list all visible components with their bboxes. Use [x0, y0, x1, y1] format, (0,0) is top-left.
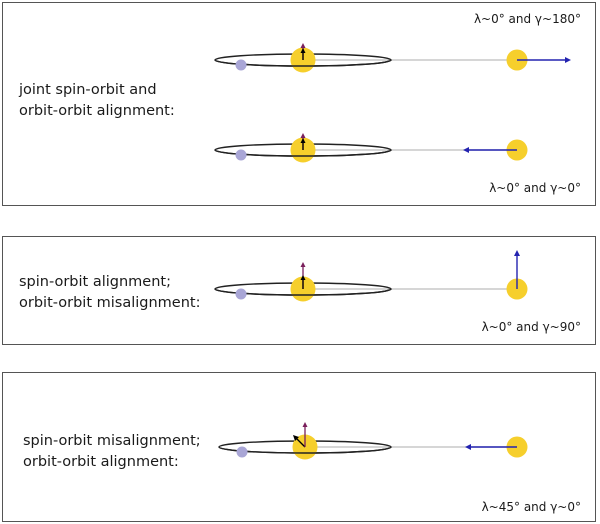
stellar-spin-arrowhead [300, 262, 306, 267]
panel-joint-alignment: joint spin-orbit and orbit-orbit alignme… [2, 2, 596, 206]
planet [235, 288, 247, 300]
panel-3-diagram [218, 422, 528, 460]
panel-2-annotation: λ~0° and γ~90° [481, 320, 581, 334]
planet [235, 59, 247, 71]
panel-spin-orbit-misalignment: spin-orbit misalignment; orbit-orbit ali… [2, 372, 596, 522]
panel-3-annotation: λ~45° and γ~0° [481, 500, 581, 514]
planet-orbit-front [218, 446, 392, 454]
panel-3-label: spin-orbit misalignment; orbit-orbit ali… [23, 431, 201, 473]
planet-orbit-front [214, 288, 392, 296]
panel-1-label-line-1: joint spin-orbit and [19, 82, 157, 98]
companion-orbit-vector-head [465, 444, 471, 450]
planet-orbit-front [214, 149, 392, 157]
planet-orbit-normal-arrowhead [302, 422, 308, 427]
panel-2-diagram [214, 250, 528, 302]
stellar-spin-arrowhead [300, 43, 306, 48]
panel-3-label-line-1: spin-orbit misalignment; [23, 433, 201, 449]
panel-2-label-line-2: orbit-orbit misalignment: [19, 295, 201, 311]
planet [236, 446, 248, 458]
system-config-3 [214, 250, 528, 302]
stellar-spin-arrow [295, 437, 306, 448]
panel-1-label-line-2: orbit-orbit alignment: [19, 103, 175, 119]
system-config-2 [214, 133, 528, 163]
companion-orbit-vector-head [514, 250, 520, 256]
panel-1-annotation-bottom: λ~0° and γ~0° [489, 181, 581, 195]
system-config-1 [214, 43, 571, 73]
planet-orbit-normal-arrowhead [300, 275, 306, 280]
planet-orbit-normal-arrowhead [300, 138, 306, 143]
system-config-4 [218, 422, 528, 460]
stellar-spin-arrowhead [293, 435, 299, 441]
companion-orbit-vector-head [565, 57, 571, 63]
panel-2-label-line-1: spin-orbit alignment; [19, 274, 171, 290]
companion-orbit-vector-head [463, 147, 469, 153]
panel-spin-orbit-alignment: spin-orbit alignment; orbit-orbit misali… [2, 236, 596, 345]
panel-1-annotation-top: λ~0° and γ~180° [473, 12, 581, 26]
panel-3-label-line-2: orbit-orbit alignment: [23, 454, 179, 470]
planet-orbit-front [214, 59, 392, 67]
planet-orbit-normal-arrowhead [300, 48, 306, 53]
planet [235, 149, 247, 161]
panel-1-diagram [214, 43, 571, 163]
panel-2-label: spin-orbit alignment; orbit-orbit misali… [19, 272, 200, 314]
stellar-spin-arrowhead [300, 133, 306, 138]
panel-1-label: joint spin-orbit and orbit-orbit alignme… [19, 80, 175, 122]
